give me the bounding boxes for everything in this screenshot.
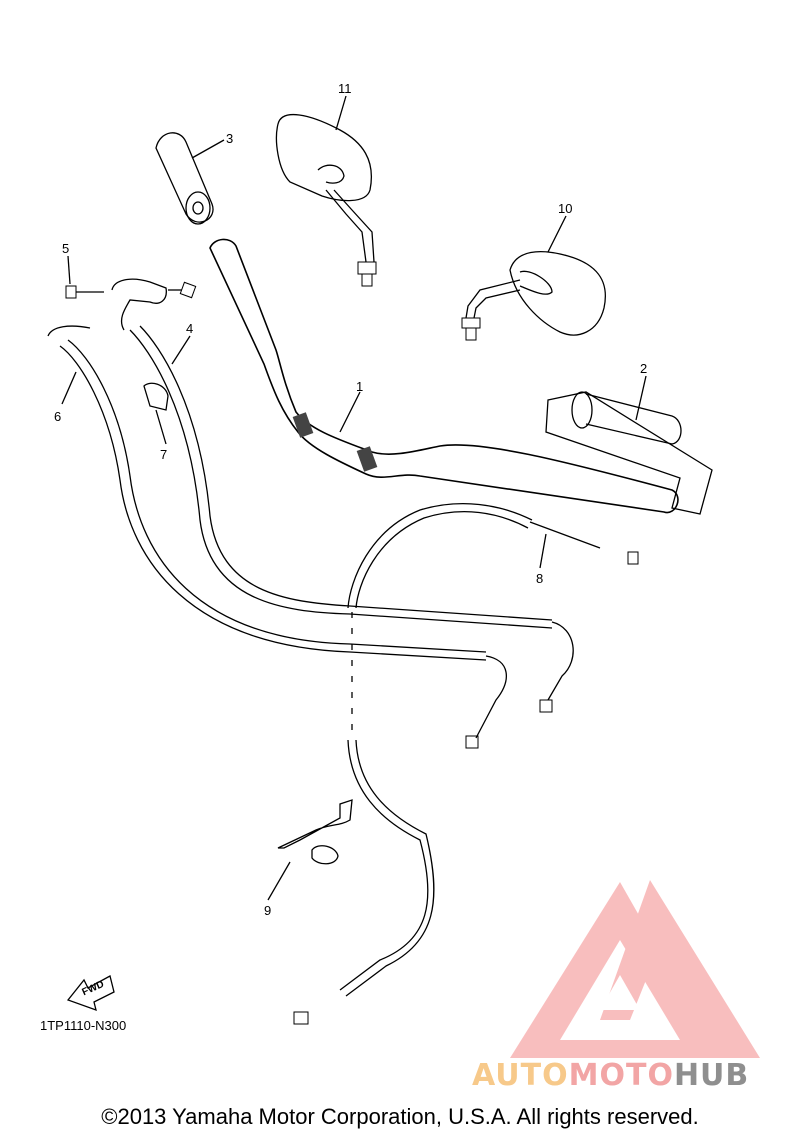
watermark-logo xyxy=(510,880,760,1058)
knurl-left xyxy=(292,412,314,438)
label-9: 9 xyxy=(264,903,272,918)
label-5: 5 xyxy=(62,241,70,256)
label-1: 1 xyxy=(356,379,364,394)
label-10: 10 xyxy=(558,201,573,216)
leader-lines xyxy=(61,95,647,569)
label-2: 2 xyxy=(640,361,648,376)
throttle-cable-6 xyxy=(47,325,507,749)
brand-auto: AUTO xyxy=(472,1058,569,1093)
label-11: 11 xyxy=(338,81,352,96)
brand-hub: HUB xyxy=(673,1058,750,1093)
copyright-notice: ©2013 Yamaha Motor Corporation, U.S.A. A… xyxy=(101,1104,699,1129)
mirror-right xyxy=(461,250,606,341)
cable-guide-bracket xyxy=(65,278,197,331)
watermark-brand: AUTOMOTOHUB xyxy=(472,1058,749,1093)
label-7: 7 xyxy=(160,447,168,462)
cable-holder-9 xyxy=(267,799,353,901)
right-grip xyxy=(545,391,713,515)
diagram-code: 1TP1110-N300 xyxy=(40,1018,127,1033)
label-4: 4 xyxy=(186,321,194,336)
clutch-cable-8 xyxy=(293,503,639,1025)
fwd-arrow-icon xyxy=(66,975,115,1012)
cable-clamp-7 xyxy=(143,382,169,445)
label-8: 8 xyxy=(536,571,544,586)
brand-moto: MOTO xyxy=(568,1058,674,1093)
label-3: 3 xyxy=(226,131,234,146)
mirror-left xyxy=(275,114,377,287)
knurl-right xyxy=(356,446,378,472)
throttle-cable-4 xyxy=(129,325,574,713)
label-6: 6 xyxy=(54,409,62,424)
left-grip xyxy=(155,132,214,225)
handlebar xyxy=(209,238,679,514)
